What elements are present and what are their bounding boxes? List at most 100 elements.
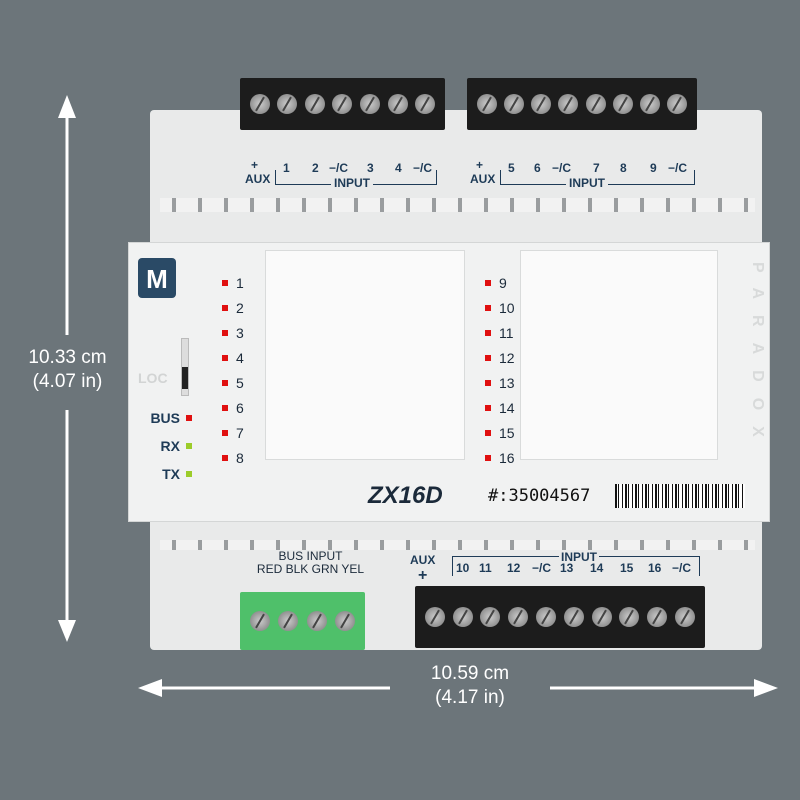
label: 6 (534, 161, 541, 175)
label: 12 (507, 561, 521, 575)
label: 11 (479, 561, 492, 575)
led-5: 5 (222, 370, 244, 395)
height-in: (4.07 in) (32, 371, 103, 392)
status-label: TX (162, 466, 180, 482)
bus-input-label: BUS INPUT (278, 549, 343, 563)
brand-label: PARADOX (749, 262, 766, 453)
led-11: 11 (485, 320, 515, 345)
label: 1 (283, 161, 290, 175)
label: 2 (312, 161, 319, 175)
screw-icon (250, 611, 271, 631)
led-10: 10 (485, 295, 515, 320)
label: 16 (648, 561, 662, 575)
screw-icon (563, 607, 584, 627)
screw-icon (558, 94, 579, 114)
status-tx: TX (130, 460, 192, 488)
led-15: 15 (485, 420, 515, 445)
led-label: 4 (236, 349, 244, 366)
logo: M (138, 258, 176, 298)
screw-icon (585, 94, 606, 114)
led-7: 7 (222, 420, 244, 445)
led-column-left: 1 2 3 4 5 6 7 8 (222, 270, 244, 470)
label: + (476, 158, 484, 172)
terminal-block-top-left (240, 78, 445, 130)
screw-icon (508, 607, 529, 627)
barcode (615, 484, 745, 508)
label: 15 (620, 561, 634, 575)
led-label: 6 (236, 399, 244, 416)
screw-icon (387, 94, 408, 114)
screw-icon (612, 94, 633, 114)
screw-icon (452, 607, 473, 627)
screw-icon (277, 94, 298, 114)
label: 14 (590, 561, 604, 575)
screw-icon (675, 607, 696, 627)
loc-switch[interactable] (181, 338, 189, 396)
screw-icon (591, 607, 612, 627)
bus-input-labels: BUS INPUT RED BLK GRN YEL (248, 550, 373, 576)
led-label: 16 (499, 449, 515, 466)
label: −/C (672, 561, 692, 575)
label: 8 (620, 161, 627, 175)
screw-icon (640, 94, 661, 114)
led-label: 8 (236, 449, 244, 466)
label: 4 (395, 161, 402, 175)
label: AUX (470, 172, 496, 186)
label: 3 (367, 161, 374, 175)
screw-icon (480, 607, 501, 627)
led-label: 13 (499, 374, 515, 391)
led-14: 14 (485, 395, 515, 420)
label: 5 (508, 161, 515, 175)
label: 10 (456, 561, 470, 575)
screw-icon (360, 94, 381, 114)
top-vents (160, 198, 755, 212)
label: 7 (593, 161, 600, 175)
led-label: 14 (499, 399, 515, 416)
width-dimension: 10.59 cm (4.17 in) (400, 662, 540, 710)
label: 13 (560, 561, 574, 575)
width-cm: 10.59 cm (430, 663, 510, 684)
screw-icon (278, 611, 299, 631)
led-3: 3 (222, 320, 244, 345)
led-label: 5 (236, 374, 244, 391)
screw-icon (619, 607, 640, 627)
screw-icon (531, 94, 552, 114)
led-label: 7 (236, 424, 244, 441)
loc-label: LOC (138, 370, 168, 386)
led-2: 2 (222, 295, 244, 320)
label: −/C (552, 161, 572, 175)
status-label: BUS (150, 410, 180, 426)
screw-icon (476, 94, 497, 114)
led-column-right: 9 10 11 12 13 14 15 16 (485, 270, 515, 470)
bus-wire-labels: RED BLK GRN YEL (256, 562, 365, 576)
led-8: 8 (222, 445, 244, 470)
screw-icon (424, 607, 445, 627)
screw-icon (332, 94, 353, 114)
screw-icon (306, 611, 327, 631)
label: + (251, 158, 259, 172)
led-1: 1 (222, 270, 244, 295)
label: −/C (413, 161, 433, 175)
status-bus: BUS (130, 404, 192, 432)
led-label: 15 (499, 424, 515, 441)
led-label: 2 (236, 299, 244, 316)
screw-icon (304, 94, 325, 114)
label-window-left (265, 250, 465, 460)
terminal-block-top-right (467, 78, 697, 130)
led-13: 13 (485, 370, 515, 395)
screw-icon (667, 94, 688, 114)
led-label: 3 (236, 324, 244, 341)
led-label: 1 (236, 274, 244, 291)
input-label: INPUT (559, 550, 599, 564)
label: −/C (329, 161, 349, 175)
label: AUX (245, 172, 271, 186)
led-label: 10 (499, 299, 515, 316)
led-4: 4 (222, 345, 244, 370)
terminal-block-bottom (415, 586, 705, 648)
input-label: INPUT (566, 176, 608, 190)
bottom-input-labels: INPUT 10 11 12 −/C 13 14 15 16 −/C (452, 550, 700, 576)
screw-icon (647, 607, 668, 627)
screw-icon (249, 94, 270, 114)
led-label: 12 (499, 349, 515, 366)
led-label: 9 (499, 274, 507, 291)
